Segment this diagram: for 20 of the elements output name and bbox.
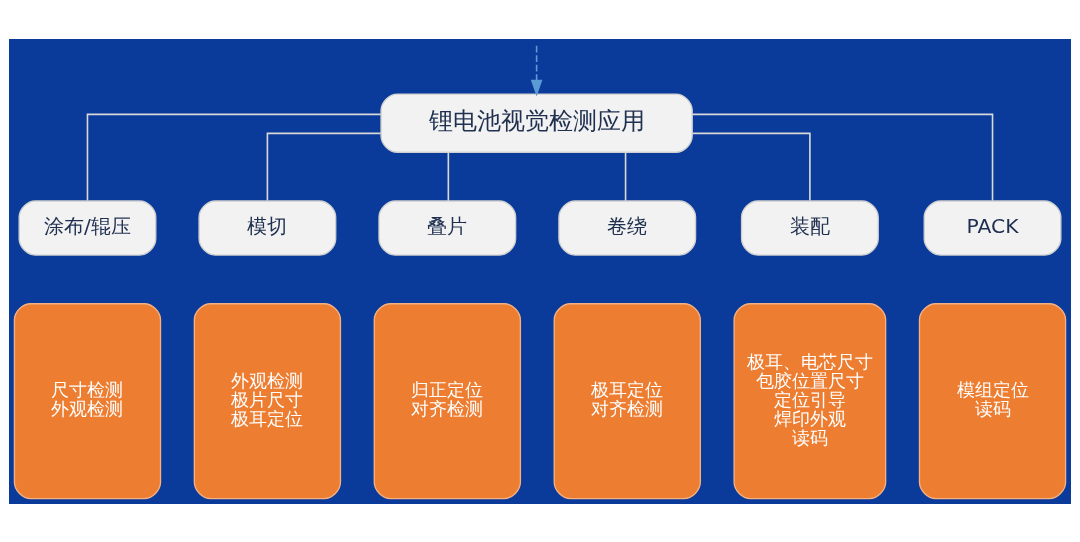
node-box: 外观检测 极片尺寸 极耳定位: [193, 302, 342, 499]
node-box: 涂布/辊压: [18, 199, 157, 256]
node-box: 锂电池视觉检测应用: [380, 92, 693, 153]
connector: [447, 151, 450, 202]
connector: [86, 113, 382, 201]
node-box: 模组定位 读码: [918, 302, 1067, 499]
node-box: 极耳、电芯尺寸 包胶位置尺寸 定位引导 焊印外观 读码: [733, 302, 887, 499]
connector: [691, 132, 811, 201]
node-box: 装配: [740, 199, 879, 256]
node-box: 极耳定位 对齐检测: [553, 302, 701, 499]
node-box: 尺寸检测 外观检测: [13, 302, 162, 499]
node-box: 模切: [198, 199, 337, 256]
arrow: [530, 44, 543, 96]
connector: [266, 132, 382, 201]
connector: [691, 113, 994, 201]
node-box: 归正定位 对齐检测: [373, 302, 522, 499]
connector: [624, 151, 627, 202]
node-box: 卷绕: [558, 199, 697, 256]
node-box: 叠片: [378, 199, 517, 256]
node-box: PACK: [923, 199, 1062, 256]
